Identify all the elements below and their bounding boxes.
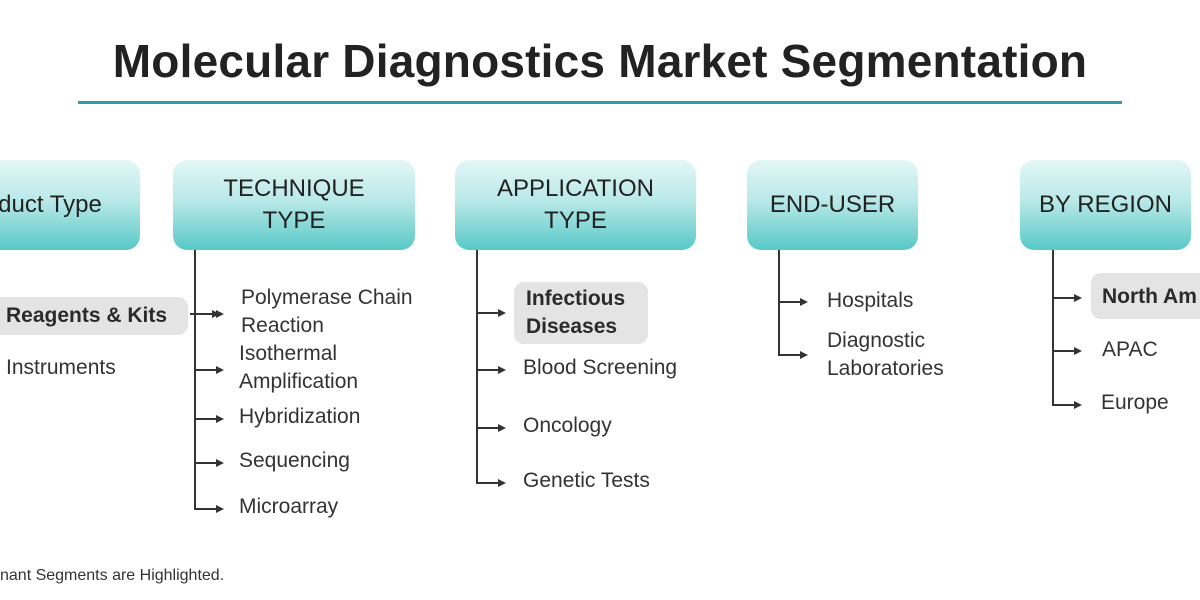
connector-genetic-tests bbox=[476, 482, 498, 484]
connector-apac bbox=[1052, 350, 1074, 352]
title-underline bbox=[78, 101, 1122, 104]
connector-diagnostic-labs bbox=[778, 354, 800, 356]
arrow-genetic-tests bbox=[498, 479, 506, 487]
item-hospitals: Hospitals bbox=[827, 289, 914, 312]
connector-isothermal bbox=[194, 369, 216, 371]
item-blood-screening: Blood Screening bbox=[523, 356, 678, 379]
tree-line-end-user bbox=[778, 250, 780, 355]
arrow-oncology bbox=[498, 424, 506, 432]
connector-oncology bbox=[476, 427, 498, 429]
item-genetic-tests: Genetic Tests bbox=[523, 469, 650, 492]
item-europe: Europe bbox=[1101, 391, 1169, 414]
footnote: nant Segments are Highlighted. bbox=[0, 567, 225, 584]
arrow-pcr bbox=[216, 310, 224, 318]
tree-line-application bbox=[476, 250, 478, 483]
connector-pcr bbox=[194, 313, 216, 315]
item-instruments: Instruments bbox=[6, 356, 116, 379]
arrow-north-america bbox=[1074, 294, 1082, 302]
item-reagents-kits: Reagents & Kits bbox=[0, 297, 188, 335]
item-sequencing: Sequencing bbox=[239, 449, 350, 472]
header-end-user: END-USER bbox=[747, 160, 918, 250]
item-isothermal-amplification: Isothermal Amplification bbox=[239, 342, 359, 393]
arrow-infectious bbox=[498, 309, 506, 317]
arrow-diagnostic-labs bbox=[800, 351, 808, 359]
connector-hospitals bbox=[778, 301, 800, 303]
connector-europe bbox=[1052, 404, 1074, 406]
item-oncology: Oncology bbox=[523, 414, 612, 437]
header-product-type: duct Type bbox=[0, 160, 140, 250]
item-polymerase-chain-reaction: Polymerase Chain Reaction bbox=[241, 286, 413, 337]
diagram-title: Molecular Diagnostics Market Segmentatio… bbox=[112, 35, 1088, 87]
item-microarray: Microarray bbox=[239, 495, 339, 518]
connector-blood-screening bbox=[476, 369, 498, 371]
tree-line-technique bbox=[194, 250, 196, 509]
item-hybridization: Hybridization bbox=[239, 405, 361, 428]
connector-infectious bbox=[476, 312, 498, 314]
header-technique-type: TECHNIQUE TYPE bbox=[173, 160, 415, 250]
item-infectious-diseases: Infectious Diseases bbox=[514, 282, 648, 344]
connector-hybridization bbox=[194, 418, 216, 420]
header-application-type: APPLICATION TYPE bbox=[455, 160, 696, 250]
arrow-isothermal bbox=[216, 366, 224, 374]
arrow-hospitals bbox=[800, 298, 808, 306]
arrow-hybridization bbox=[216, 415, 224, 423]
item-diagnostic-laboratories: Diagnostic Laboratories bbox=[827, 329, 944, 380]
arrow-sequencing bbox=[216, 459, 224, 467]
arrow-europe bbox=[1074, 401, 1082, 409]
item-north-america: North Am bbox=[1091, 273, 1200, 319]
tree-line-region bbox=[1052, 250, 1054, 404]
connector-north-america bbox=[1052, 297, 1074, 299]
connector-sequencing bbox=[194, 462, 216, 464]
arrow-microarray bbox=[216, 505, 224, 513]
item-apac: APAC bbox=[1102, 338, 1158, 361]
header-by-region: BY REGION bbox=[1020, 160, 1191, 250]
arrow-apac bbox=[1074, 347, 1082, 355]
connector-microarray bbox=[194, 508, 216, 510]
arrow-blood-screening bbox=[498, 366, 506, 374]
